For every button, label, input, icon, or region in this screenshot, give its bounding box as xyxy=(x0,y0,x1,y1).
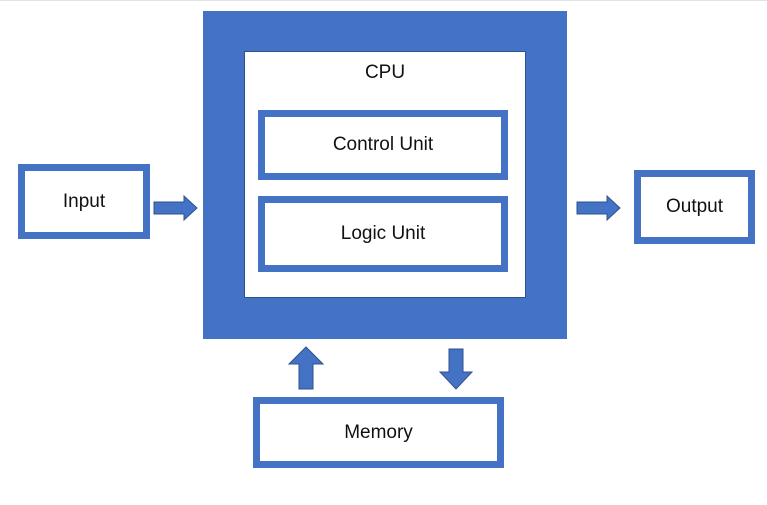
memory-box: Memory xyxy=(253,397,504,468)
control-unit-box: Control Unit xyxy=(258,110,508,180)
memory-label: Memory xyxy=(344,421,413,443)
cpu-to-output-arrow xyxy=(576,194,621,222)
logic-unit-label: Logic Unit xyxy=(340,223,426,244)
input-to-cpu-arrow xyxy=(153,194,198,222)
cpu-label: CPU xyxy=(364,62,406,83)
memory-to-cpu-arrow xyxy=(287,346,325,390)
input-box: Input xyxy=(18,164,150,239)
input-label: Input xyxy=(62,190,106,212)
output-label: Output xyxy=(665,196,724,217)
cpu-to-memory-arrow xyxy=(438,348,474,390)
control-unit-label: Control Unit xyxy=(332,134,434,155)
logic-unit-box: Logic Unit xyxy=(258,196,508,272)
output-box: Output xyxy=(634,170,755,244)
top-divider xyxy=(0,0,767,1)
